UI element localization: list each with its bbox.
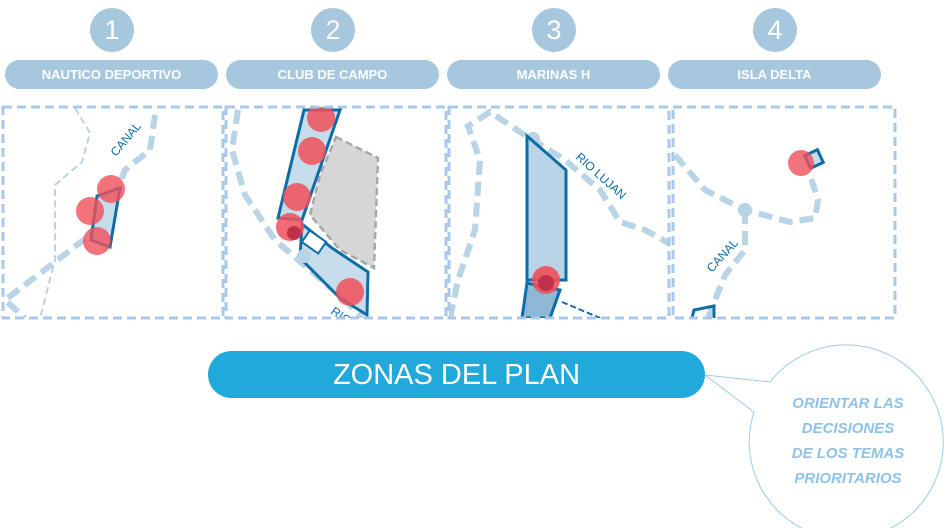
node-icon [297,249,311,263]
zone-label-nautico-deportivo[interactable]: NAUTICO DEPORTIVO [5,60,218,89]
marker-icon [307,107,335,132]
marker-icon [788,150,814,176]
panel-frames [1,105,897,320]
zone-label-marinas-h[interactable]: MARINAS H [447,60,660,89]
zonas-del-plan-button[interactable]: ZONAS DEL PLAN [208,351,705,398]
marker-icon [76,197,104,225]
marker-icon [83,227,111,255]
map-panel-2[interactable]: RIO [228,104,380,328]
map-label-canal: CANAL [704,236,741,275]
zone-label-isla-delta[interactable]: ISLA DELTA [668,60,881,89]
zone-number-4: 4 [753,8,797,52]
marker-icon [97,175,125,203]
zone-label-club-de-campo[interactable]: CLUB DE CAMPO [226,60,439,89]
marker-icon [336,278,364,306]
marker-icon [298,137,326,165]
zone-number-2: 2 [311,8,355,52]
marker-icon [287,226,301,240]
callout-line: PRIORITARIOS [794,470,902,487]
marker-icon [538,275,554,291]
callout-line: DECISIONES [801,420,895,437]
marker-icon [283,183,311,211]
callout-line: DE LOS TEMAS [791,445,905,462]
callout-line: ORIENTAR LAS [792,395,904,412]
map-panel-3[interactable]: RIO LUJAN [449,108,690,318]
map-label-canal: CANAL [108,119,145,159]
callout-bubble [703,344,944,528]
zone-number-3: 3 [532,8,576,52]
map-panel-4[interactable]: CANAL [673,147,826,318]
map-panel-1[interactable]: CANAL [3,107,158,318]
callout-text: ORIENTAR LAS DECISIONES DE LOS TEMAS PRI… [770,391,926,491]
zone-number-1: 1 [90,8,134,52]
